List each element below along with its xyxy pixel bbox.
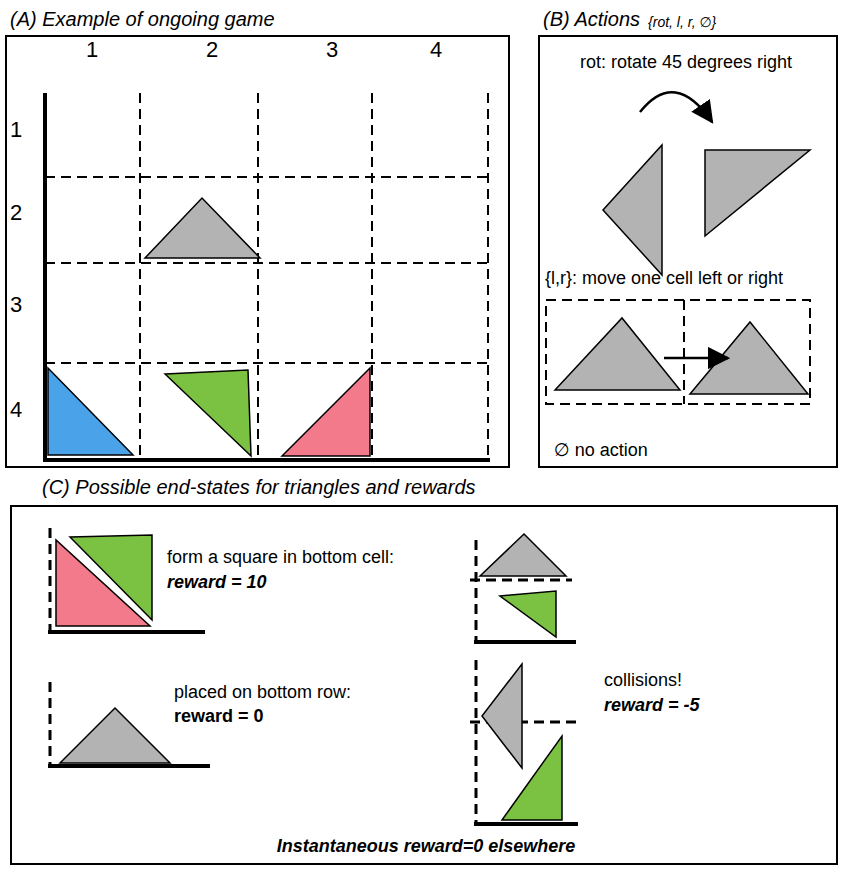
end-state-figures [48,528,578,824]
panel-a: (A) Example of ongoing game [5,35,510,468]
panel-c: (C) Possible end-states for triangles an… [10,505,838,865]
reward-value: reward = 0 [174,706,264,727]
panel-heading: (C) Possible end-states for triangles an… [42,476,476,499]
end-state-description: form a square in bottom cell: [167,547,394,568]
panel-b: (B) Actions{rot, l, r, ∅}rot: rotate 45 … [538,35,838,468]
game-grid [43,93,490,462]
panel-heading: (A) Example of ongoing game [10,8,275,31]
reward-note: Instantaneous reward=0 elsewhere [277,836,576,857]
row-number: 4 [10,399,22,421]
row-number: 1 [10,119,22,141]
action-set: {rot, l, r, ∅} [648,14,716,30]
row-number: 2 [10,202,22,224]
column-number: 3 [326,39,338,61]
action-figures [546,92,810,404]
panel-heading: (B) Actions [543,8,640,31]
game-triangles [48,198,370,456]
row-number: 3 [10,294,22,316]
column-number: 4 [430,39,442,61]
action-description: rot: rotate 45 degrees right [580,52,792,73]
end-state-description: placed on bottom row: [174,682,351,703]
column-number: 2 [206,39,218,61]
column-number: 1 [86,39,98,61]
action-description: {l,r}: move one cell left or right [545,268,783,289]
reward-value: reward = -5 [604,695,700,716]
reward-value: reward = 10 [167,572,267,593]
action-description: ∅ no action [554,440,648,461]
end-state-description: collisions! [604,670,682,691]
